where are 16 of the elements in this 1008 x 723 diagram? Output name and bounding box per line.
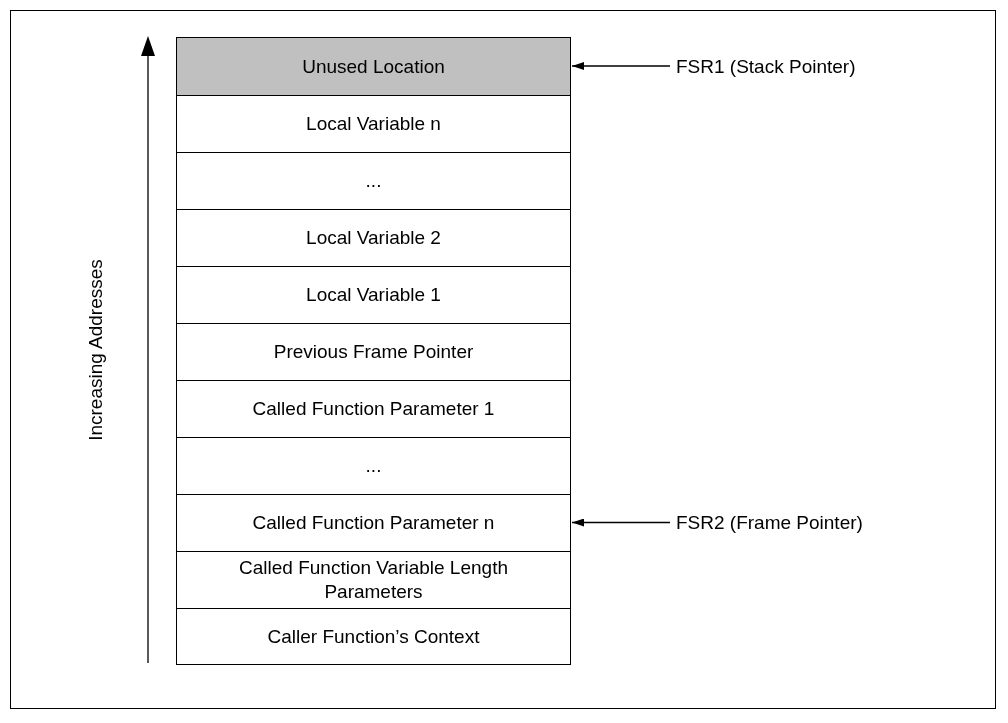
pointer-label: FSR2 (Frame Pointer) [676,512,863,534]
stack-slot: Called Function Parameter 1 [176,380,571,438]
stack-slot: Previous Frame Pointer [176,323,571,381]
axis-label: Increasing Addresses [84,259,107,441]
stack-slot: Called Function Parameter n [176,494,571,552]
stack-slot: Unused Location [176,37,571,96]
stack-slot: Local Variable n [176,95,571,153]
stack-slot: ... [176,437,571,495]
stack-slot: Called Function Variable Length Parameters [176,551,571,609]
stack-slot: Local Variable 1 [176,266,571,324]
pointer-arrow [571,518,671,527]
stack-slot: Caller Function’s Context [176,608,571,665]
stack-slot: ... [176,152,571,210]
pointer-label: FSR1 (Stack Pointer) [676,56,856,78]
stack-slot: Local Variable 2 [176,209,571,267]
pointer-arrow [571,62,671,70]
